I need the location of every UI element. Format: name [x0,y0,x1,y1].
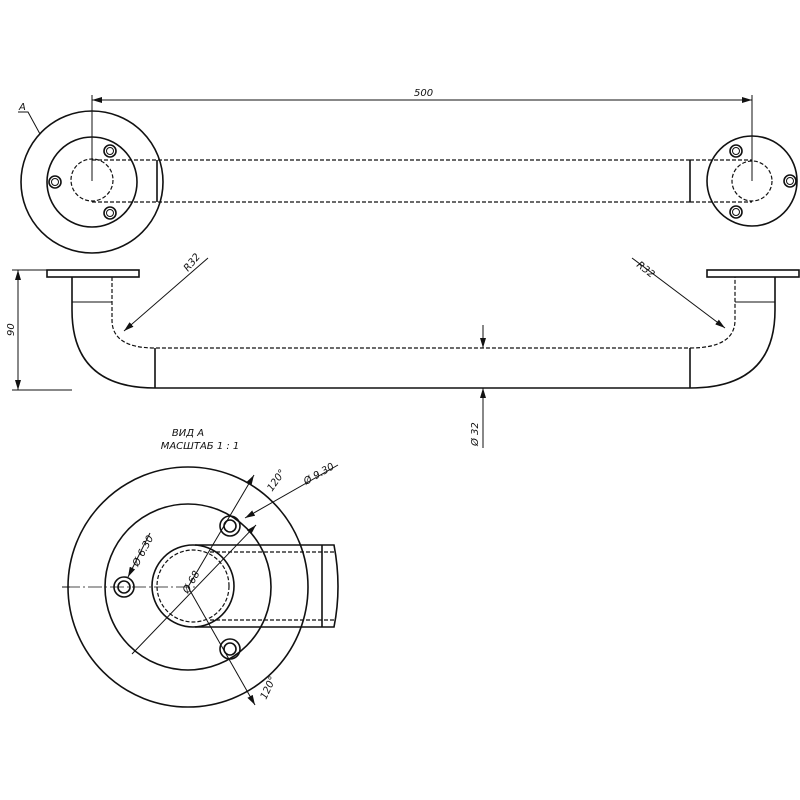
side-view: 90 R32 R32 Ø 32 [6,252,800,448]
view-marker: A [18,102,26,113]
tube-diameter: Ø 32 [469,422,481,447]
hole-circle-diameter: Ø 9.30 [301,461,337,489]
hole-diameter: Ø 6.30 [130,533,157,569]
bend-radius-left: R32 [182,252,203,274]
top-view: 500 A [18,88,798,254]
detail-title: ВИД А [172,428,204,439]
length-dimension: 500 [414,88,433,99]
tube-outer-diameter: Ø 68 [180,569,203,596]
angle-bottom: 120° [259,675,279,701]
detail-scale: МАСШТАБ 1 : 1 [161,441,240,452]
height-dimension: 90 [6,323,17,336]
detail-view-a: ВИД А МАСШТАБ 1 : 1 120° 120° Ø 9.30 Ø 6… [62,428,339,708]
bend-radius-right: R32 [634,260,656,281]
angle-top: 120° [265,468,288,494]
